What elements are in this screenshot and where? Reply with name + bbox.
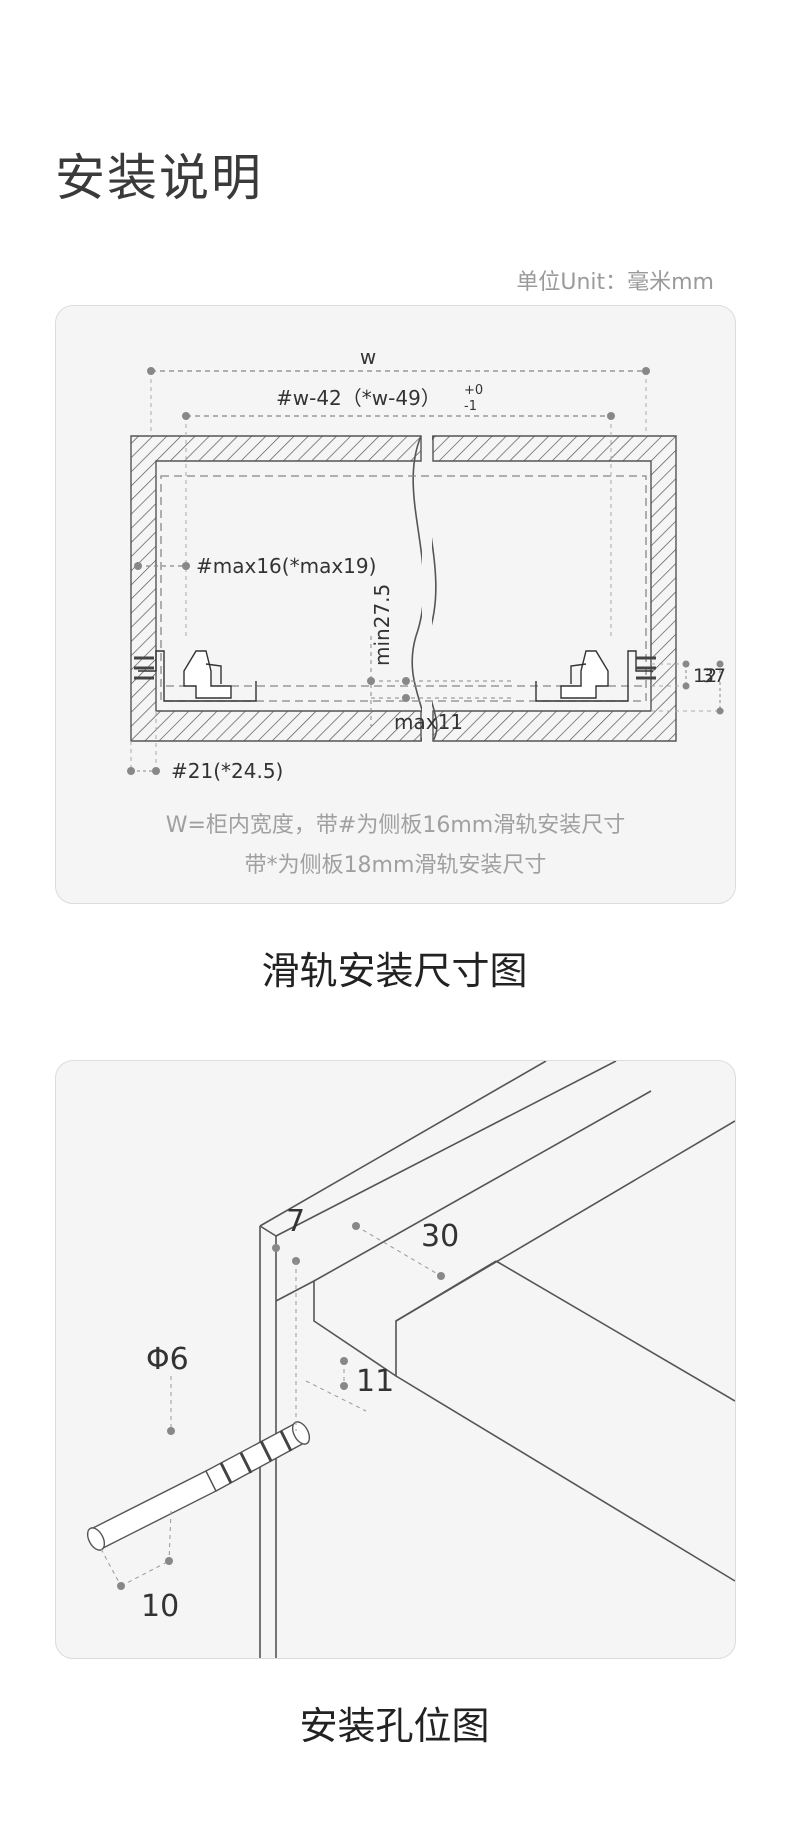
dim-max11: max11: [371, 677, 511, 734]
hole-diagram-caption: 安装孔位图: [299, 1704, 490, 1748]
unit-label: 单位Unit：毫米mm: [516, 270, 714, 295]
hole-position-panel: 7 30 Φ6 11 10: [55, 1060, 736, 1659]
right-rail: [535, 650, 656, 702]
drill-bit: [86, 1421, 311, 1551]
dim-phi6: Φ6: [146, 1342, 189, 1435]
note-line-1: W=柜内宽度，带#为侧板16mm滑轨安装尺寸: [165, 813, 626, 838]
tol-plus: +0: [464, 383, 483, 398]
dim-inner-width: #w-42（*w-49） +0 -1: [182, 383, 615, 636]
dim-30-label: 30: [421, 1219, 459, 1254]
rail-dimension-diagram: w #w-42（*w-49） +0 -1 #max16(*max19): [127, 345, 726, 783]
dim-21: #21(*24.5): [127, 711, 283, 783]
dim-11: 11: [305, 1357, 394, 1412]
dim-10-label: 10: [141, 1589, 179, 1624]
dim-min27-5: min27.5: [367, 584, 394, 726]
dim-11-label: 11: [356, 1364, 394, 1399]
dim-21-label: #21(*24.5): [171, 759, 283, 783]
dim-12-37: 12 37: [651, 660, 726, 715]
dim-max11-label: max11: [394, 710, 463, 734]
rail-diagram-caption: 滑轨安装尺寸图: [261, 949, 528, 993]
note-line-2: 带*为侧板18mm滑轨安装尺寸: [244, 853, 547, 878]
rail-dimension-panel: w #w-42（*w-49） +0 -1 #max16(*max19): [55, 305, 736, 904]
cabinet-panel: [259, 1061, 735, 1658]
drawer-outline: [160, 475, 647, 702]
dim-10: 10: [100, 1510, 179, 1624]
hole-position-diagram: 7 30 Φ6 11 10: [86, 1061, 735, 1658]
tol-minus: -1: [464, 399, 477, 414]
dim-7: 7: [272, 1204, 305, 1431]
dim-max16: #max16(*max19): [134, 554, 376, 578]
dim-inner-label: #w-42（*w-49）: [276, 386, 441, 410]
dim-12-label: 12: [693, 665, 717, 687]
dim-37-label: 37: [702, 665, 726, 687]
dim-max16-label: #max16(*max19): [196, 554, 376, 578]
dim-7-label: 7: [286, 1204, 305, 1239]
dim-min-label: min27.5: [370, 584, 394, 666]
page-title: 安装说明: [55, 149, 263, 207]
left-rail: [134, 650, 257, 702]
dim-30: 30: [352, 1219, 459, 1280]
dim-w-label: w: [360, 345, 376, 369]
dim-w: w: [147, 345, 650, 436]
dim-phi6-label: Φ6: [146, 1342, 189, 1377]
